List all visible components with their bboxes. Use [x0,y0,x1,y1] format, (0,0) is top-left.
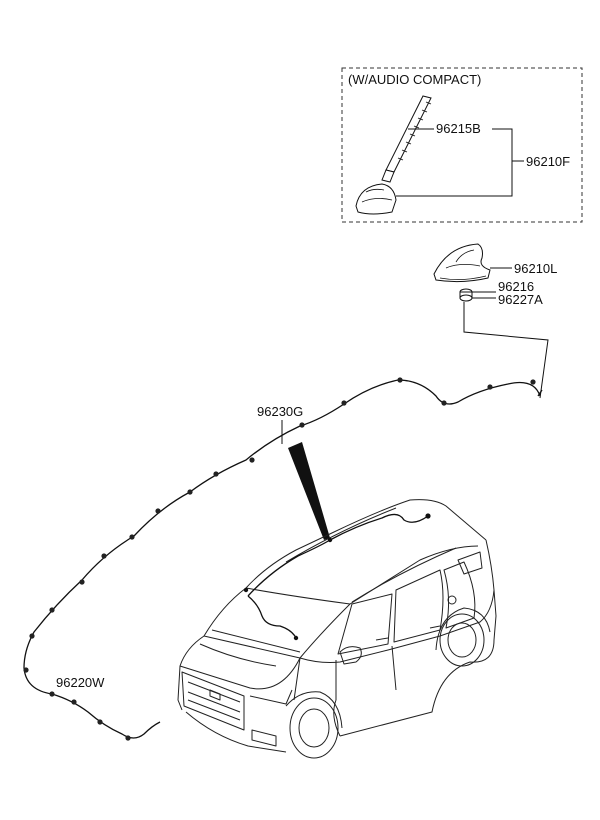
mount-nut-icon [459,288,473,302]
audio-compact-inset: (W/AUDIO COMPACT) 96215B 96210F [341,67,583,223]
inset-border [341,67,583,223]
inset-title: (W/AUDIO COMPACT) [348,72,481,87]
label-96210L: 96210L [514,261,557,276]
antenna-base-icon [355,183,397,215]
roof-pointer-wedge [288,442,330,540]
label-96230G: 96230G [257,404,303,419]
antenna-mast-icon [381,95,432,183]
label-96220W: 96220W [56,675,105,690]
label-96227A: 96227A [498,292,543,307]
label-96215B: 96215B [436,121,481,136]
suv-car-illustration [177,499,497,759]
label-96216: 96216 [498,279,534,294]
label-96210F: 96210F [526,154,570,169]
roof-antenna-cable [23,377,543,741]
antenna-connection-line [463,302,549,399]
shark-fin-antenna-icon [433,243,491,283]
